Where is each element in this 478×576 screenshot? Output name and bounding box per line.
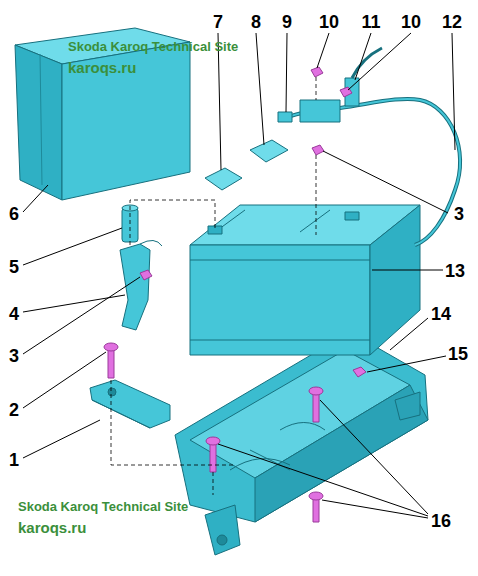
- watermark: Skoda Karoq Technical Site: [18, 500, 188, 514]
- assembly-lines: [111, 77, 316, 495]
- terminal-cover: [250, 140, 288, 162]
- battery: [190, 205, 420, 355]
- battery-clamp: [120, 205, 162, 330]
- watermark: Skoda Karoq Technical Site: [68, 40, 238, 54]
- callout-number: 3: [9, 347, 19, 365]
- mounting-bracket: [90, 380, 170, 428]
- cable-harness: [278, 48, 460, 245]
- callout-number: 16: [431, 512, 451, 530]
- callout-number: 12: [442, 13, 462, 31]
- callout-number: 6: [9, 205, 19, 223]
- bolts: [104, 67, 366, 522]
- callout-number: 9: [282, 13, 292, 31]
- callout-number: 14: [431, 305, 451, 323]
- callout-number: 8: [251, 13, 261, 31]
- leader-lines: [23, 33, 455, 518]
- callout-number: 4: [9, 305, 19, 323]
- battery-tray: [175, 332, 428, 555]
- callout-number: 5: [9, 258, 19, 276]
- callout-number: 3: [454, 205, 464, 223]
- callout-number: 2: [9, 401, 19, 419]
- callout-number: 11: [361, 13, 380, 31]
- terminal-cover: [205, 168, 242, 190]
- callout-number: 10: [401, 13, 421, 31]
- callout-number: 10: [319, 13, 339, 31]
- callout-number: 15: [448, 345, 468, 363]
- callout-number: 7: [213, 13, 223, 31]
- watermark: karoqs.ru: [18, 520, 86, 537]
- callout-number: 13: [445, 262, 465, 280]
- callout-number: 1: [9, 451, 19, 469]
- watermark: karoqs.ru: [68, 60, 136, 77]
